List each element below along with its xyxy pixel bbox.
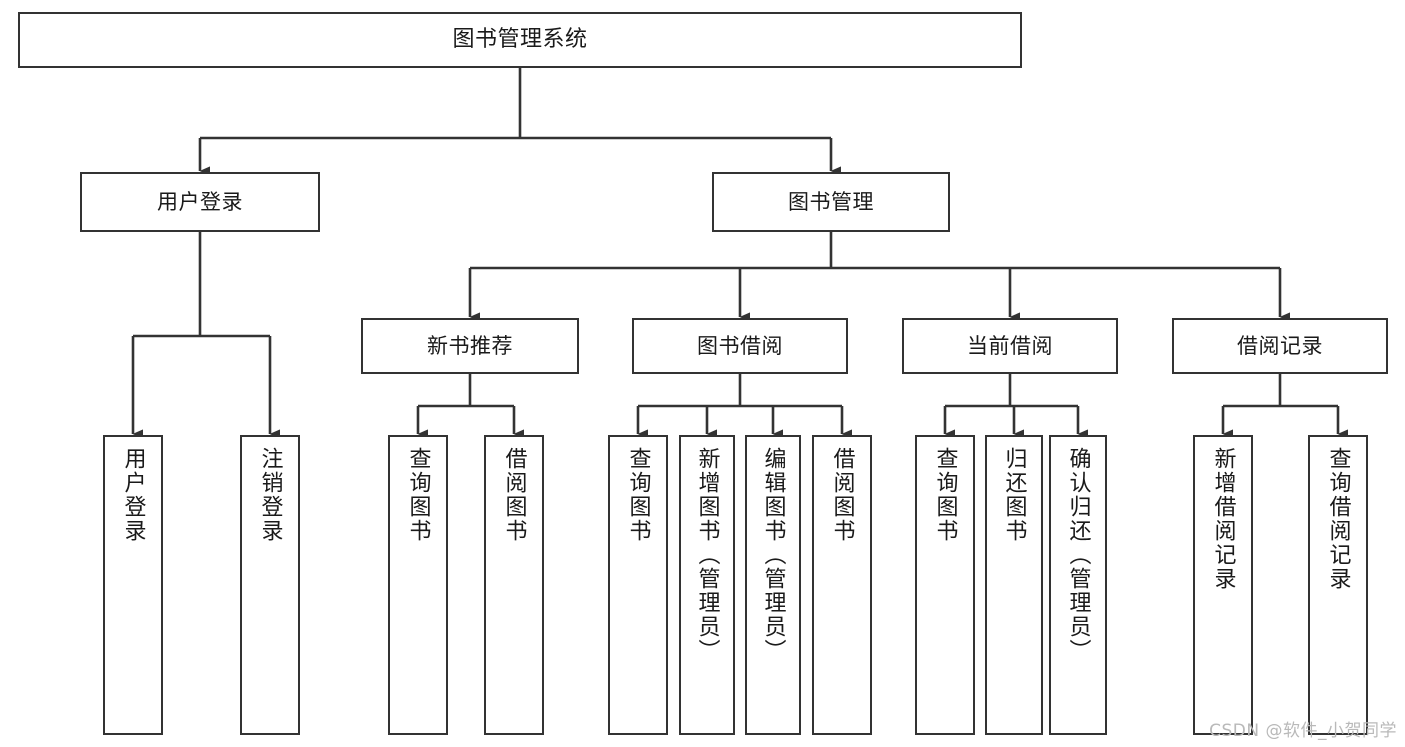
node-label: 图书管理系统 <box>452 27 588 53</box>
node-label: 借阅图书 <box>829 447 855 543</box>
node-label: 查询图书 <box>625 447 651 543</box>
node-label: 图书管理 <box>788 189 874 214</box>
node-leaf-query-book-rec[interactable]: 查询图书 <box>388 435 448 735</box>
node-label: 借阅图书 <box>501 447 527 543</box>
node-label: 新增图书（管理员） <box>694 447 720 663</box>
node-leaf-borrow-book[interactable]: 借阅图书 <box>812 435 872 735</box>
node-label: 查询图书 <box>932 447 958 543</box>
node-borrow-record[interactable]: 借阅记录 <box>1172 318 1388 374</box>
node-label: 确认归还（管理员） <box>1065 447 1091 663</box>
node-label: 当前借阅 <box>967 333 1053 358</box>
node-label: 借阅记录 <box>1237 333 1323 358</box>
node-leaf-add-book-admin[interactable]: 新增图书（管理员） <box>679 435 735 735</box>
csdn-watermark: CSDN @软件_小贺同学 <box>1209 721 1397 741</box>
node-leaf-query-book-borrow[interactable]: 查询图书 <box>608 435 668 735</box>
node-leaf-logout[interactable]: 注销登录 <box>240 435 300 735</box>
node-label: 图书借阅 <box>697 333 783 358</box>
node-leaf-return-book[interactable]: 归还图书 <box>985 435 1043 735</box>
node-leaf-confirm-return-admin[interactable]: 确认归还（管理员） <box>1049 435 1107 735</box>
node-label: 用户登录 <box>120 447 146 543</box>
node-book-management[interactable]: 图书管理 <box>712 172 950 232</box>
node-label: 新书推荐 <box>427 333 513 358</box>
node-label: 新增借阅记录 <box>1210 447 1236 591</box>
node-current-borrow[interactable]: 当前借阅 <box>902 318 1118 374</box>
node-leaf-query-book-current[interactable]: 查询图书 <box>915 435 975 735</box>
node-leaf-edit-book-admin[interactable]: 编辑图书（管理员） <box>745 435 801 735</box>
node-root[interactable]: 图书管理系统 <box>18 12 1022 68</box>
node-leaf-add-borrow-record[interactable]: 新增借阅记录 <box>1193 435 1253 735</box>
node-leaf-borrow-book-rec[interactable]: 借阅图书 <box>484 435 544 735</box>
node-label: 查询图书 <box>405 447 431 543</box>
node-new-book-recommend[interactable]: 新书推荐 <box>361 318 579 374</box>
node-label: 用户登录 <box>157 189 243 214</box>
node-leaf-user-login[interactable]: 用户登录 <box>103 435 163 735</box>
node-label: 查询借阅记录 <box>1325 447 1351 591</box>
node-leaf-query-borrow-record[interactable]: 查询借阅记录 <box>1308 435 1368 735</box>
node-user-login[interactable]: 用户登录 <box>80 172 320 232</box>
node-book-borrow[interactable]: 图书借阅 <box>632 318 848 374</box>
node-label: 归还图书 <box>1001 447 1027 543</box>
node-label: 编辑图书（管理员） <box>760 447 786 663</box>
node-label: 注销登录 <box>257 447 283 543</box>
